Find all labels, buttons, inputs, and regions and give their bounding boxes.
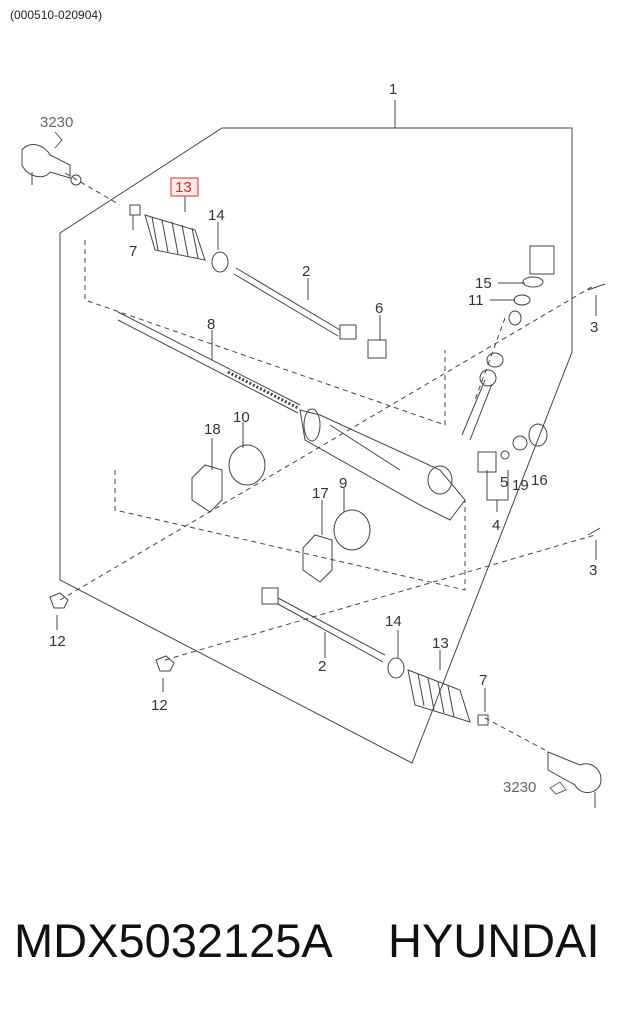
clamp-17 [302, 534, 333, 583]
callout-17[interactable]: 17 [312, 485, 329, 502]
callout-12-bottom[interactable]: 12 [151, 697, 168, 714]
yoke-4 [477, 451, 497, 473]
bushing-10 [228, 444, 266, 486]
callout-9[interactable]: 9 [339, 475, 347, 492]
inner-tie-rod-top [233, 267, 357, 340]
ring-11 [508, 310, 522, 326]
highlight-box-13 [170, 177, 199, 197]
spring-5 [500, 450, 510, 460]
callout-12-left[interactable]: 12 [49, 633, 66, 650]
bellows-boot-top [129, 204, 206, 261]
nut-16 [528, 423, 548, 447]
clamp-18 [191, 464, 223, 513]
washer-11 [513, 294, 531, 306]
washer-15 [522, 276, 544, 288]
diagram-code: (000510-020904) [10, 8, 103, 22]
callout-11[interactable]: 11 [468, 292, 484, 309]
ref-arrow-left-icon [54, 131, 63, 149]
callout-18[interactable]: 18 [204, 421, 221, 438]
ring-top [211, 251, 229, 273]
o-ring [486, 352, 504, 368]
ref-3230-left[interactable]: 3230 [40, 114, 73, 131]
screw-3-top [587, 283, 606, 291]
plug-15 [529, 245, 555, 275]
callout-7-top[interactable]: 7 [129, 243, 137, 260]
callout-13-highlighted[interactable]: 13 [175, 179, 192, 196]
nut-7-bottom [477, 714, 489, 726]
callout-16[interactable]: 16 [531, 472, 548, 489]
inner-tie-rod-bottom [261, 587, 386, 663]
assembly-outline [59, 127, 573, 764]
rack-housing [299, 408, 466, 521]
callout-7-bottom[interactable]: 7 [479, 672, 487, 689]
callout-2-top[interactable]: 2 [302, 263, 310, 280]
bellows-boot-bottom [407, 669, 471, 723]
callout-13-bottom[interactable]: 13 [432, 635, 449, 652]
callout-2-bottom[interactable]: 2 [318, 658, 326, 675]
pinion-shaft [461, 369, 497, 441]
callout-3-top[interactable]: 3 [590, 319, 598, 336]
rack-bar [117, 311, 301, 414]
ref-arrow-right-icon [549, 781, 567, 795]
plug-19 [512, 435, 528, 451]
callout-1[interactable]: 1 [389, 81, 397, 98]
bushing-9 [333, 509, 371, 551]
callout-8[interactable]: 8 [207, 316, 215, 333]
callout-5[interactable]: 5 [500, 474, 508, 491]
callout-19[interactable]: 19 [512, 477, 529, 494]
part-number: MDX5032125A [14, 914, 333, 967]
nut-12-left [49, 592, 69, 609]
tie-rod-end-right [547, 751, 602, 808]
ring-bottom [387, 657, 405, 679]
callout-3-bottom[interactable]: 3 [589, 562, 597, 579]
nut-12-bottom [155, 655, 175, 672]
tie-rod-end-left [21, 144, 82, 186]
screw-3-bottom [587, 527, 601, 536]
ref-3230-right[interactable]: 3230 [503, 779, 536, 796]
callout-4[interactable]: 4 [492, 517, 500, 534]
callout-10[interactable]: 10 [233, 409, 250, 426]
callout-6[interactable]: 6 [375, 300, 383, 317]
footer: MDX5032125A HYUNDAI [0, 905, 621, 985]
steering-rack-diagram: 1 13 14 2 6 8 7 15 11 3 10 18 5 19 16 4 … [21, 81, 606, 808]
callout-14-bottom[interactable]: 14 [385, 613, 402, 630]
callout-15[interactable]: 15 [475, 275, 492, 292]
callout-14-top[interactable]: 14 [208, 207, 225, 224]
brand-name: HYUNDAI [388, 914, 600, 967]
bushing-6 [367, 339, 387, 359]
